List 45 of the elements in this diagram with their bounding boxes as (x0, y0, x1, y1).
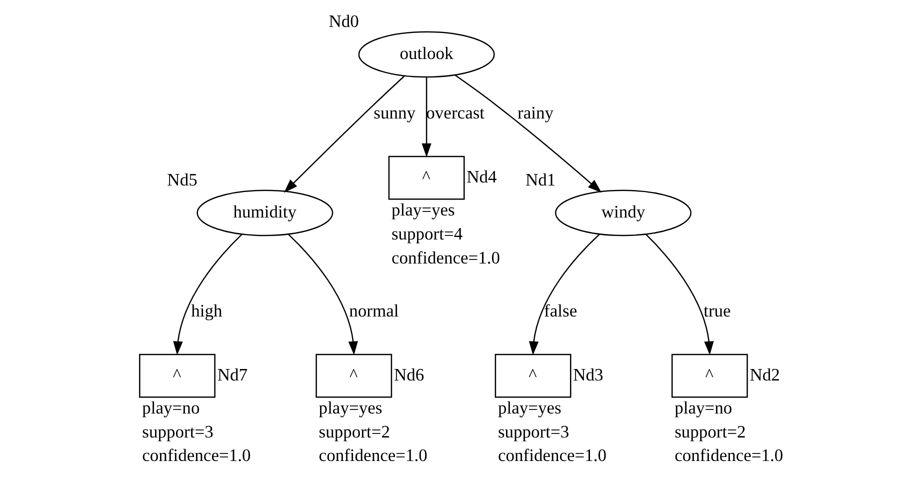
edge-label: rainy (517, 102, 554, 123)
node-label: Nd4 (466, 166, 496, 186)
edge-label: normal (348, 300, 398, 321)
node-ellipse: humidity (196, 190, 333, 236)
node-label: Nd7 (216, 364, 248, 384)
arrow (528, 234, 600, 356)
node-label: Nd1 (524, 170, 556, 190)
node-label: Nd3 (572, 364, 603, 384)
node-box: ^ (388, 156, 464, 200)
edge-label: true (703, 300, 730, 321)
node-label: support=4 (390, 223, 462, 244)
node-label: Nd6 (393, 364, 424, 384)
node-label: confidence=1.0 (674, 445, 783, 466)
node-box: ^ (670, 354, 748, 398)
node-label: support=2 (318, 421, 390, 442)
node-label: play=no (674, 398, 732, 418)
edge-label: overcast (426, 102, 484, 123)
edge-label: false (544, 300, 577, 321)
arrow (454, 74, 602, 193)
edge-label: high (190, 300, 222, 321)
node-box: ^ (315, 354, 392, 398)
node-label: play=yes (390, 200, 454, 220)
arrow (645, 234, 714, 356)
node-label: play=no (142, 398, 200, 418)
edge-label: sunny (373, 102, 416, 123)
node-label: play=yes (497, 398, 561, 418)
node-label: confidence=1.0 (497, 445, 606, 466)
node-label: Nd0 (328, 11, 358, 32)
node-label: support=3 (142, 421, 213, 442)
node-box: ^ (138, 354, 215, 398)
node-label: confidence=1.0 (390, 247, 500, 268)
node-ellipse: windy (554, 190, 692, 236)
arrow (172, 234, 242, 356)
node-label: Nd5 (166, 170, 197, 190)
node-box: ^ (494, 354, 571, 398)
arrow (283, 76, 404, 193)
node-label: confidence=1.0 (142, 445, 250, 466)
node-label: confidence=1.0 (318, 445, 427, 466)
node-label: Nd2 (749, 364, 780, 384)
node-label: support=3 (497, 421, 569, 442)
node-ellipse: outlook (358, 31, 494, 78)
node-label: support=2 (674, 421, 746, 442)
arrow (287, 234, 358, 356)
arrow (421, 77, 431, 158)
node-label: play=yes (318, 398, 382, 418)
